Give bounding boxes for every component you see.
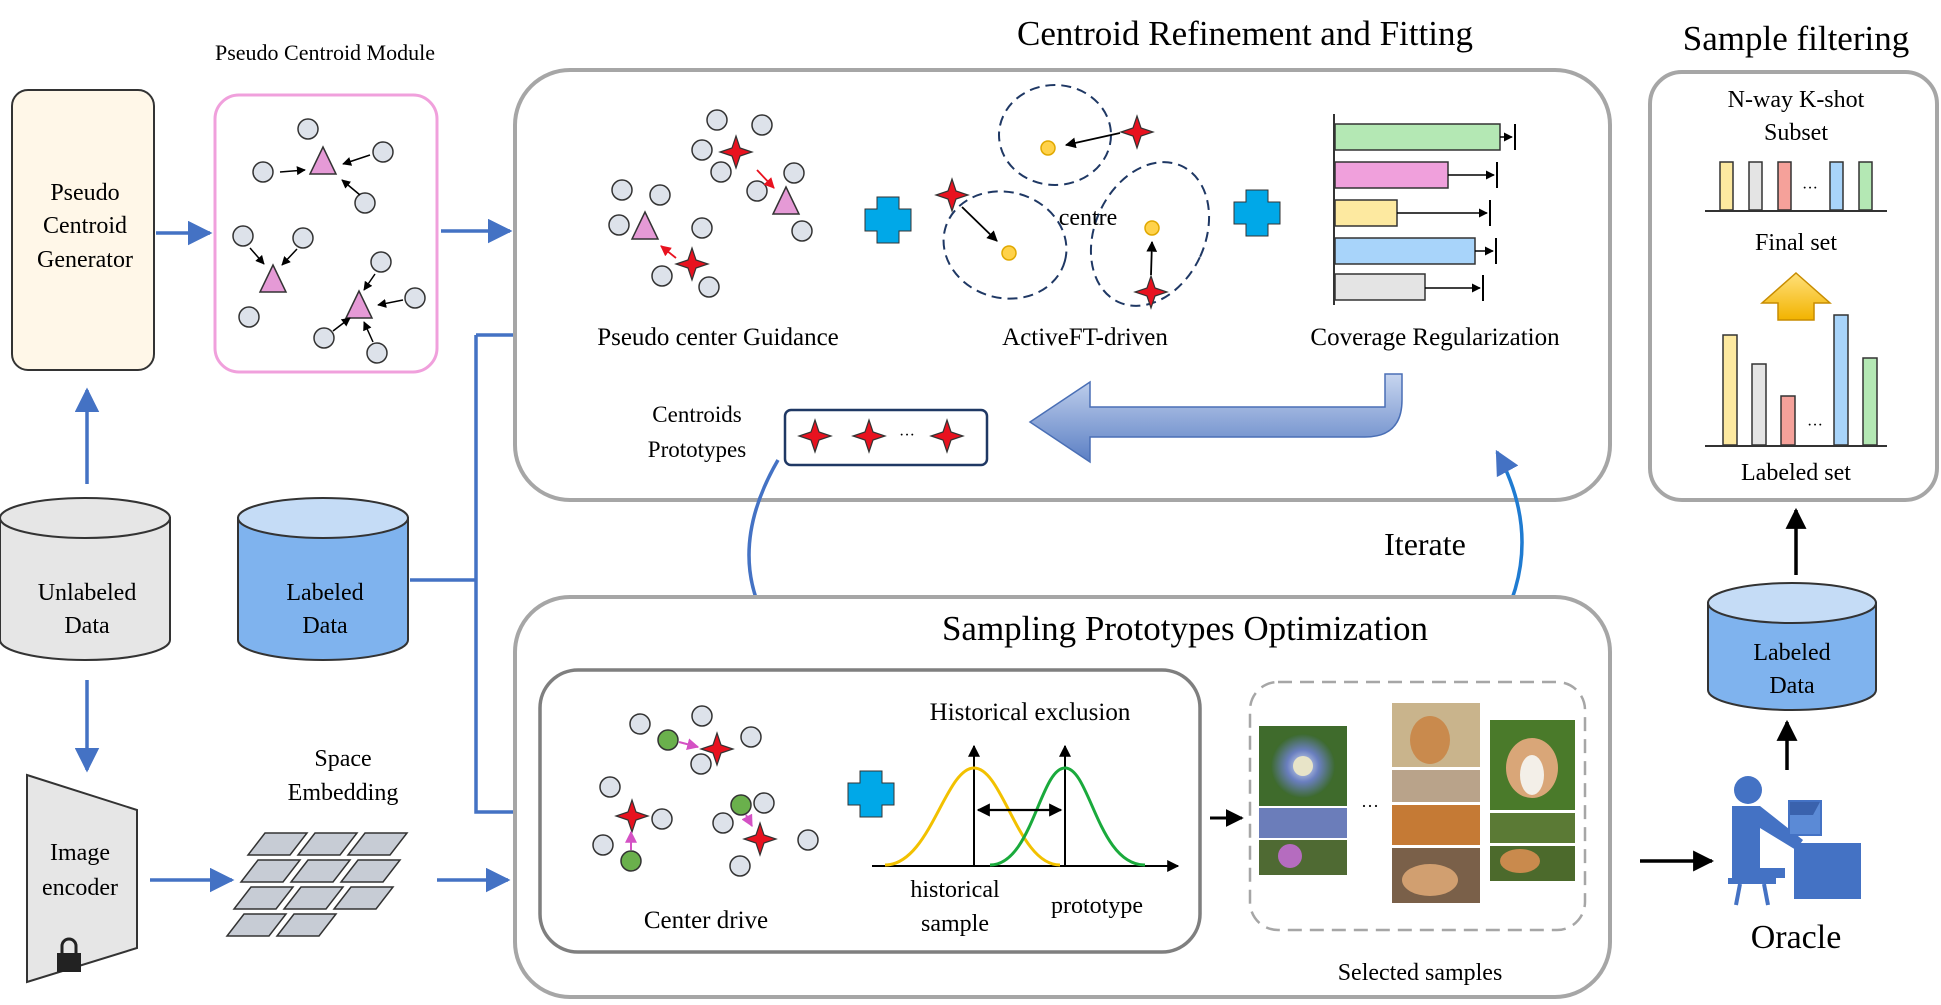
selected-samples-label: Selected samples <box>1338 960 1503 986</box>
left-flow-arrows <box>74 218 541 893</box>
plus-icon <box>1233 189 1281 237</box>
prototype-label: prototype <box>1051 893 1143 919</box>
oracle-icon <box>1728 776 1861 906</box>
unlabeled-data-cylinder: Unlabeled Data <box>0 497 171 661</box>
sample-filtering-title: Sample filtering <box>1683 19 1909 58</box>
labeled-data-cylinder: Labeled Data <box>237 497 409 661</box>
final-set-ellipsis: ··· <box>1802 180 1818 197</box>
historical-exclusion-graphic <box>872 744 1180 872</box>
up-arrow <box>1760 271 1832 321</box>
plus-icon <box>847 770 895 818</box>
subset-line-2: Subset <box>1764 120 1828 146</box>
generator-line-2: Centroid <box>43 213 127 239</box>
plus-icon <box>864 196 912 244</box>
labeled-line-1: Labeled <box>286 580 363 606</box>
coverage-regularization-label: Coverage Regularization <box>1310 324 1560 351</box>
pseudo-centroid-module-box <box>213 93 439 374</box>
centroids-line-2: Prototypes <box>648 437 746 462</box>
pseudo-center-guidance-graphic <box>608 109 813 298</box>
encoder-line-2: encoder <box>42 875 118 901</box>
pseudo-center-guidance-label: Pseudo center Guidance <box>597 324 839 351</box>
pseudo-centroid-module-title: Pseudo Centroid Module <box>215 40 435 65</box>
generator-line-3: Generator <box>37 247 133 273</box>
labeled-right-line-2: Data <box>1769 673 1815 699</box>
historical-sample-line-1: historical <box>910 877 1000 903</box>
center-drive-graphic <box>592 705 819 877</box>
historical-exclusion-label: Historical exclusion <box>930 699 1131 726</box>
return-arrow-body <box>1028 373 1403 464</box>
centroids-line-1: Centroids <box>652 402 741 427</box>
samples-ellipsis: ··· <box>1361 796 1379 816</box>
labeled-line-2: Data <box>302 613 348 639</box>
oracle-label: Oracle <box>1751 919 1842 956</box>
activeft-driven-label: ActiveFT-driven <box>1002 324 1168 351</box>
generator-line-1: Pseudo <box>50 180 119 206</box>
lock-icon <box>57 937 81 972</box>
final-set-bars <box>1705 161 1887 212</box>
unlabeled-line-2: Data <box>64 613 110 639</box>
image-encoder: Image encoder <box>26 773 138 984</box>
iterate-label: Iterate <box>1384 526 1466 562</box>
labeled-right-line-1: Labeled <box>1753 640 1830 666</box>
sample-images <box>1259 703 1575 903</box>
labeled-data-cylinder-right: Labeled Data <box>1707 582 1877 711</box>
refinement-title: Centroid Refinement and Fitting <box>1017 14 1473 53</box>
activeft-graphic <box>934 84 1211 310</box>
labeled-set-label: Labeled set <box>1741 460 1851 486</box>
embedding-grid <box>225 832 409 937</box>
centroids-ellipsis: ··· <box>899 427 915 444</box>
labeled-set-bars <box>1705 314 1887 447</box>
centre-label: centre <box>1059 205 1118 231</box>
sampling-title: Sampling Prototypes Optimization <box>942 609 1428 648</box>
space-embedding-line-1: Space <box>314 746 371 772</box>
subset-line-1: N-way K-shot <box>1728 87 1865 113</box>
pseudo-centroid-generator: Pseudo Centroid Generator <box>11 89 155 371</box>
coverage-bars <box>1333 114 1516 305</box>
labeled-set-ellipsis: ··· <box>1807 417 1823 434</box>
unlabeled-line-1: Unlabeled <box>38 580 137 606</box>
space-embedding-line-2: Embedding <box>288 780 399 806</box>
encoder-line-1: Image <box>50 840 110 866</box>
final-set-label: Final set <box>1755 230 1837 256</box>
historical-sample-line-2: sample <box>921 911 989 937</box>
centroids-prototypes-box: ··· <box>783 408 989 467</box>
center-drive-label: Center drive <box>644 907 768 934</box>
